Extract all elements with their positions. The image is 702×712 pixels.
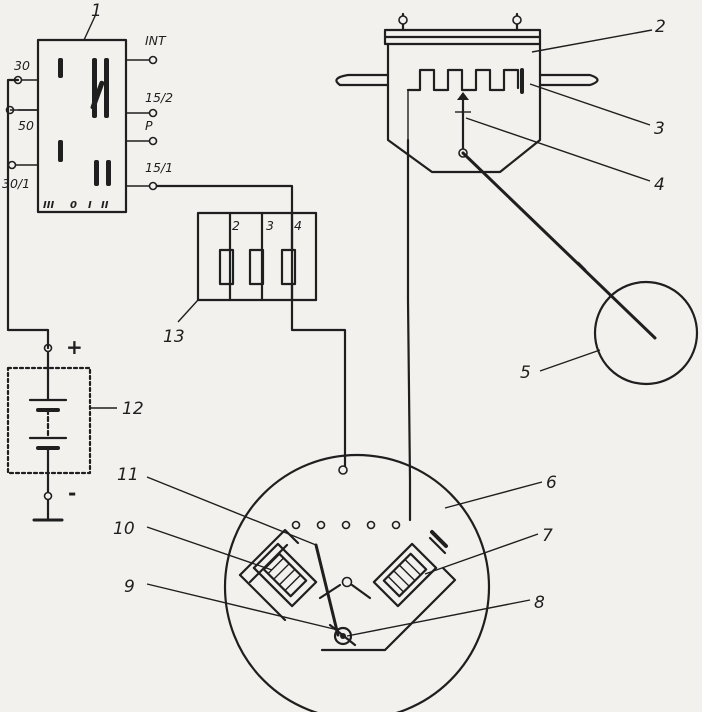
terminal-30-1-label: 30/1 bbox=[2, 176, 30, 191]
switch-position-ii: II bbox=[101, 200, 109, 211]
ignition-switch bbox=[5, 38, 158, 214]
callout-7: 7 bbox=[542, 526, 553, 546]
leader-lines bbox=[83, 13, 653, 637]
callout-10: 10 bbox=[113, 519, 135, 539]
fuel-gauge bbox=[223, 453, 491, 712]
callout-labels: 1 2 3 4 5 6 7 8 9 10 11 12 13 bbox=[91, 1, 666, 613]
callout-4: 4 bbox=[654, 175, 665, 195]
switch-position-iii: III bbox=[43, 200, 54, 211]
callout-11: 11 bbox=[117, 465, 139, 485]
battery-minus-label: - bbox=[68, 481, 76, 505]
fuse-2-label: 2 bbox=[232, 218, 240, 233]
terminal-15-2-label: 15/2 bbox=[145, 90, 173, 105]
callout-2: 2 bbox=[655, 17, 666, 37]
battery-plus-label: + bbox=[66, 335, 83, 359]
callout-9: 9 bbox=[124, 577, 135, 597]
fuse-3-label: 3 bbox=[266, 218, 274, 233]
callout-1: 1 bbox=[91, 1, 102, 21]
battery bbox=[6, 343, 92, 522]
callout-13: 13 bbox=[163, 327, 185, 347]
fuse-4-label: 4 bbox=[294, 218, 302, 233]
tank-sender bbox=[335, 12, 699, 386]
callout-5: 5 bbox=[520, 363, 531, 383]
terminal-15-1-label: 15/1 bbox=[145, 160, 173, 175]
terminal-30-label: 30 bbox=[14, 58, 30, 73]
callout-12: 12 bbox=[122, 399, 144, 419]
switch-position-i: I bbox=[88, 200, 92, 211]
terminal-50-label: 50 bbox=[18, 118, 34, 133]
wiring bbox=[6, 78, 412, 522]
terminal-labels: 30 50 30/1 INT 15/2 P 15/1 III 0 I II 2 … bbox=[2, 33, 302, 505]
fuse-block bbox=[196, 211, 318, 302]
callout-8: 8 bbox=[534, 593, 545, 613]
terminal-int-label: INT bbox=[145, 33, 167, 48]
terminal-p-label: P bbox=[145, 118, 153, 133]
callout-3: 3 bbox=[654, 119, 665, 139]
callout-6: 6 bbox=[546, 473, 557, 493]
switch-position-0: 0 bbox=[70, 200, 77, 211]
